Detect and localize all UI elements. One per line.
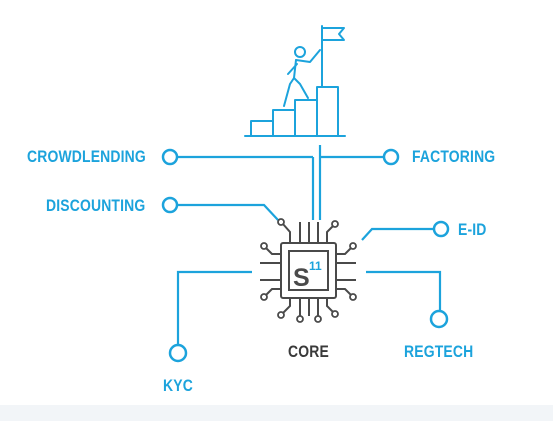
label-eid: E-ID	[458, 220, 487, 239]
label-kyc: KYC	[163, 376, 193, 395]
endpoint-eid	[432, 220, 450, 238]
label-crowdlending: CROWDLENDING	[27, 147, 146, 166]
endpoint-crowdlending	[161, 148, 179, 166]
connectors	[176, 145, 442, 344]
line-kyc	[176, 270, 252, 344]
bottom-band	[0, 405, 553, 421]
label-regtech: REGTECH	[404, 342, 474, 361]
label-factoring: FACTORING	[412, 147, 496, 166]
endpoint-regtech	[429, 309, 449, 329]
microchip-icon	[260, 222, 356, 316]
label-core: CORE	[288, 342, 329, 361]
endpoints	[161, 148, 450, 363]
label-discounting: DISCOUNTING	[46, 196, 146, 215]
line-eid	[361, 227, 440, 241]
chip-logo-number: 11	[309, 259, 322, 273]
chip-core-square	[288, 250, 329, 291]
line-discounting	[177, 203, 279, 221]
chip-pin-dots	[260, 218, 357, 323]
endpoint-kyc	[168, 343, 188, 363]
endpoint-discounting	[161, 196, 179, 214]
endpoint-factoring	[382, 148, 400, 166]
line-regtech	[366, 270, 442, 311]
person-climbing-steps-with-flag-icon	[244, 25, 346, 137]
chip-logo-letter: S	[293, 264, 310, 292]
